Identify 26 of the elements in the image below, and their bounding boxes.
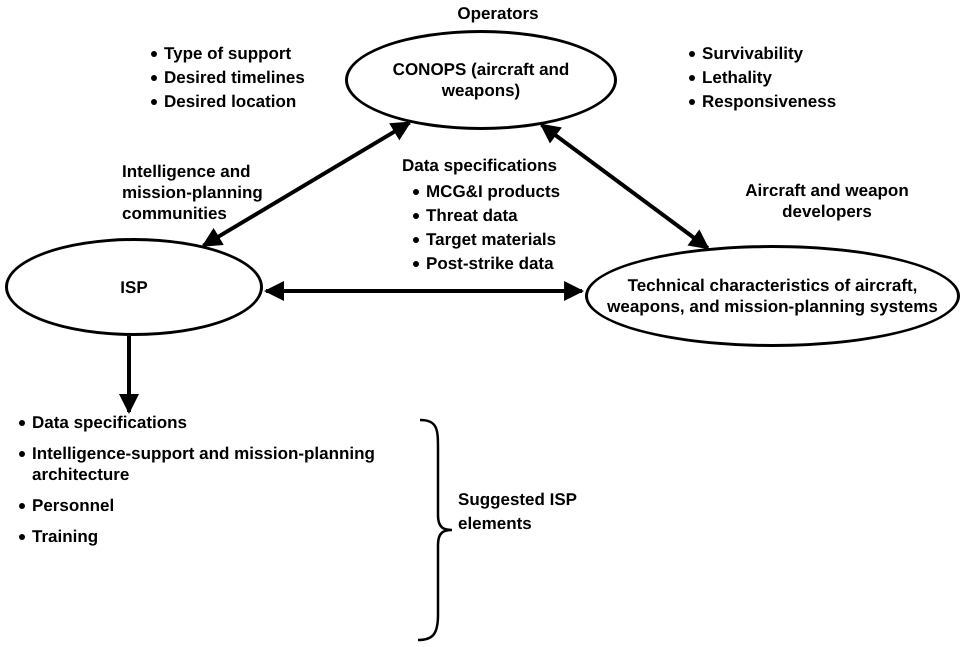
bullet-item: Intelligence-support and mission-planning architecture [18, 443, 378, 485]
text-label: Suggested ISP elements [458, 489, 578, 535]
text-label: Data specifications [402, 155, 557, 177]
bullet-item: Training [18, 526, 378, 547]
bullet-point: Desired location [150, 90, 296, 114]
bullet-item: Data specifications [18, 412, 378, 433]
node-label: Technical characteristics of aircraft, weapons, and mission-planning systems [606, 275, 939, 317]
bullet-point: Responsiveness [688, 90, 836, 114]
bullet-point: Type of support [150, 42, 292, 66]
bullet-point: Post-strike data [412, 252, 554, 276]
node-heading: Operators [456, 3, 540, 24]
bullet-point: MCG&I products [412, 180, 560, 204]
bullet-item: Personnel [18, 495, 378, 516]
bullet-point: Survivability [688, 42, 804, 66]
double-arrow [202, 120, 412, 248]
node-label: CONOPS (aircraft and weapons) [392, 59, 570, 101]
node-label: ISP [119, 276, 149, 298]
node-heading: Intelligence and mission-planning communities [121, 161, 264, 224]
bullet-point: Desired timelines [150, 66, 305, 90]
node-heading: Aircraft and weapon developers [744, 180, 910, 222]
bullet-point: Threat data [412, 204, 518, 228]
arrow [119, 336, 139, 414]
bullet-point: Target materials [412, 228, 556, 252]
bullet-point: Lethality [688, 66, 772, 90]
double-arrow [264, 281, 584, 301]
double-arrow [540, 123, 710, 250]
